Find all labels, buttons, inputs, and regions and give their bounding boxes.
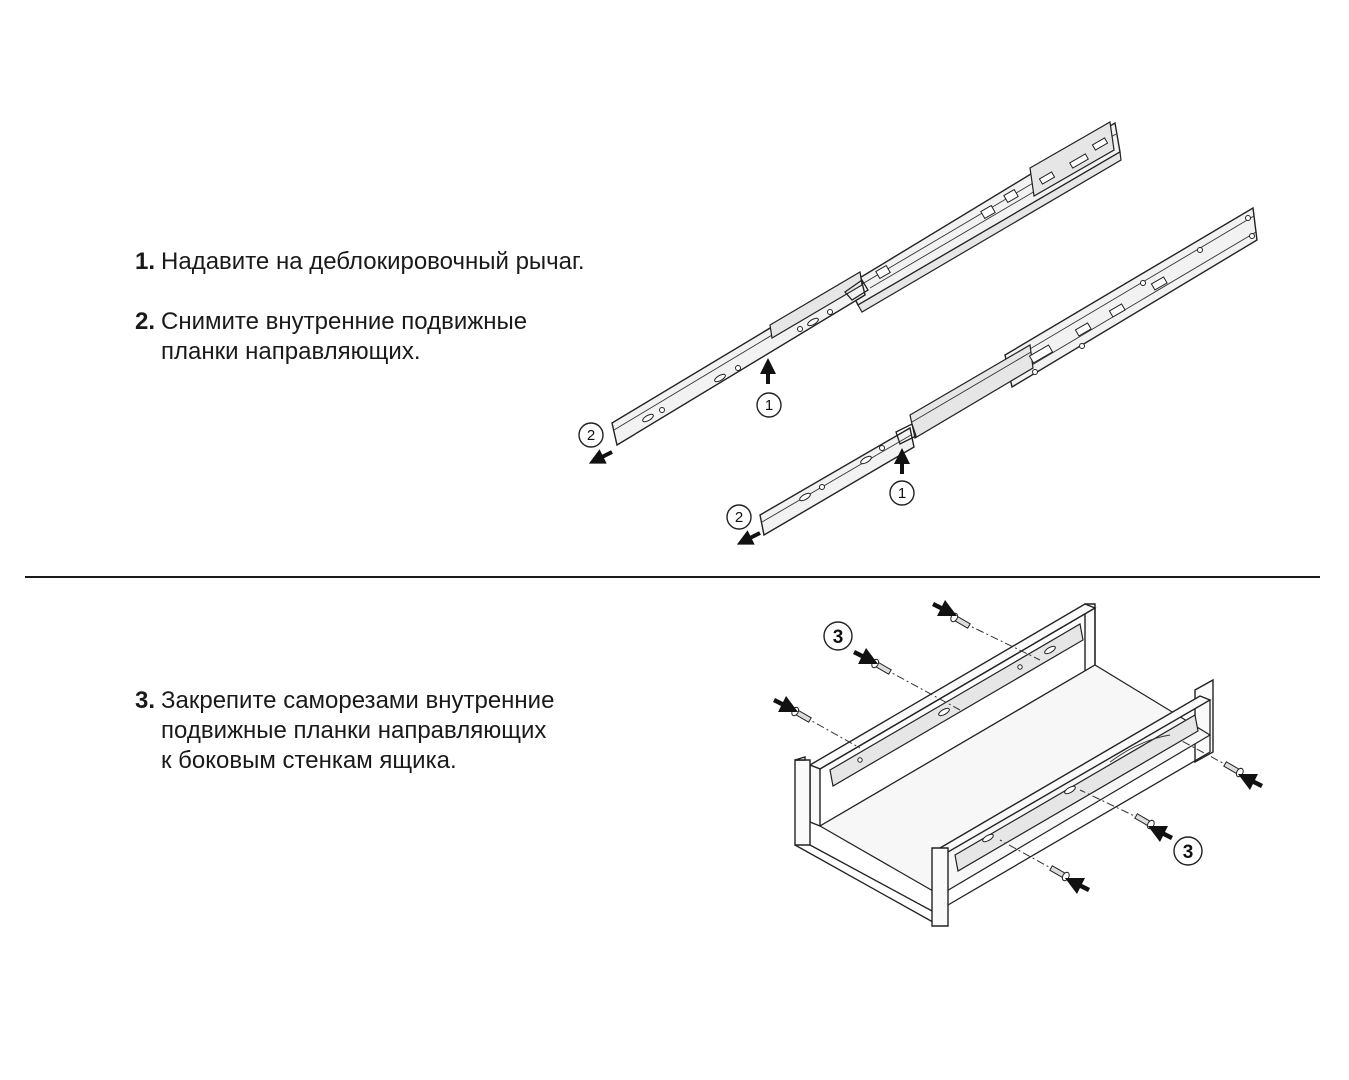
- screw-arrows: [772, 599, 1264, 895]
- step-3-line-2: подвижные планки направляющих: [161, 717, 547, 744]
- drawer-box: [794, 603, 1214, 927]
- svg-text:1: 1: [765, 397, 773, 414]
- step-3-line-3: к боковым стенкам ящика.: [161, 747, 457, 774]
- callout-3-lower: 3: [1173, 836, 1203, 866]
- svg-text:3: 3: [1183, 842, 1194, 863]
- callout-3-upper: 3: [823, 621, 853, 651]
- screw-icon: [1049, 865, 1070, 882]
- step-2-number: 2.: [135, 308, 156, 335]
- callout-1-lower: 1: [889, 480, 915, 506]
- step-3-number: 3.: [135, 687, 156, 714]
- callout-2-upper: 2: [578, 422, 604, 448]
- screw-icon: [791, 706, 812, 723]
- remove-arrow-lower: [736, 530, 761, 545]
- svg-text:1: 1: [898, 485, 906, 502]
- screw-icon: [871, 658, 892, 675]
- svg-text:2: 2: [587, 427, 595, 444]
- callout-2-lower: 2: [726, 504, 752, 530]
- callout-1-upper: 1: [756, 392, 782, 418]
- slide-rail-lower: [759, 206, 1258, 537]
- step-3-text: 3.Закрепите саморезами внутренние подвиж…: [135, 686, 554, 776]
- step-2-line-1: Снимите внутренние подвижные: [161, 308, 528, 335]
- screw-icon: [1223, 761, 1244, 778]
- screw-icon: [1134, 813, 1155, 830]
- remove-arrow-upper: [588, 449, 613, 464]
- screw-guides: [802, 621, 1233, 873]
- section-divider: [25, 576, 1320, 578]
- svg-text:2: 2: [735, 509, 743, 526]
- step-3-line-1: Закрепите саморезами внутренние: [161, 687, 555, 714]
- step-1-text: 1.Надавите на деблокировочный рычаг.: [135, 247, 585, 277]
- screw-icon: [950, 612, 971, 629]
- slide-rail-upper: [611, 121, 1122, 447]
- step-2-text: 2.Снимите внутренние подвижные планки на…: [135, 307, 527, 367]
- svg-text:3: 3: [833, 627, 844, 648]
- step-2-line-2: планки направляющих.: [161, 338, 421, 365]
- step-1-number: 1.: [135, 248, 156, 275]
- step-1-line-1: Надавите на деблокировочный рычаг.: [161, 248, 585, 275]
